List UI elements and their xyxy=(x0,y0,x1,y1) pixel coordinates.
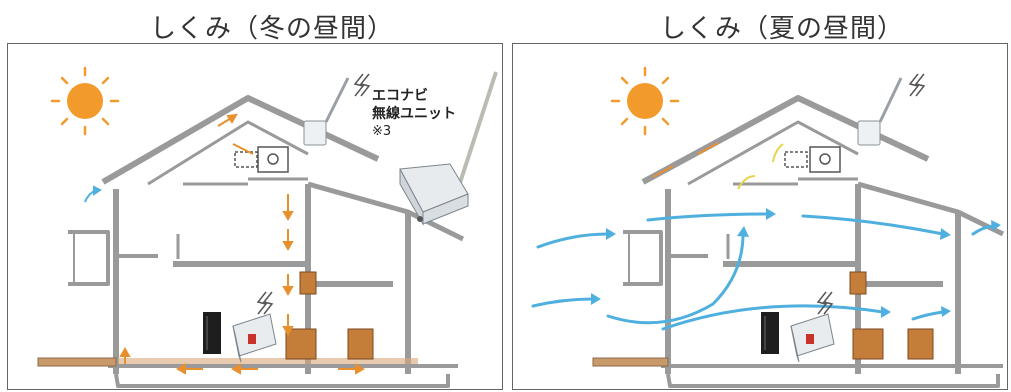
wood-deck xyxy=(37,357,117,367)
sun-icon xyxy=(610,66,680,136)
callout-line1: エコナビ xyxy=(372,88,428,104)
winter-title: しくみ（冬の昼間） xyxy=(150,14,395,44)
sun-icon xyxy=(50,66,120,136)
exhaust-air-flow xyxy=(737,143,784,190)
wireless-unit-icon xyxy=(399,71,498,226)
intake-arrow xyxy=(84,185,102,203)
breeze-air-flow xyxy=(531,208,1001,331)
callout-line2: 無線ユニット xyxy=(372,106,456,122)
roof-air-flow xyxy=(652,142,719,178)
summer-title: しくみ（夏の昼間） xyxy=(660,14,905,44)
wireless-signal-icon xyxy=(256,291,274,315)
ventilation-unit xyxy=(234,146,289,173)
summer-panel xyxy=(512,43,1008,390)
house-structure xyxy=(68,95,465,388)
warm-air-flow xyxy=(119,113,366,375)
router-icon xyxy=(203,312,221,354)
furniture xyxy=(285,271,374,360)
furniture xyxy=(849,271,934,360)
wireless-signal-icon xyxy=(816,291,834,315)
house-structure xyxy=(623,95,1005,388)
winter-panel: エコナビ 無線ユニット ※3 xyxy=(7,43,503,390)
router-icon xyxy=(761,312,779,354)
wireless-signal-icon xyxy=(353,73,371,97)
callout-note: ※3 xyxy=(372,124,392,139)
controller-icon xyxy=(790,313,835,363)
wireless-unit-roof xyxy=(857,77,903,146)
floor-heating-layer xyxy=(118,358,418,364)
wireless-unit-callout: エコナビ 無線ユニット ※3 xyxy=(372,87,456,141)
wood-deck xyxy=(592,357,669,367)
wireless-signal-icon xyxy=(908,73,926,97)
winter-diagram xyxy=(37,66,498,388)
controller-icon xyxy=(232,313,277,363)
ventilation-unit xyxy=(784,146,841,173)
wireless-unit-roof xyxy=(303,77,350,146)
summer-diagram xyxy=(531,66,1005,388)
